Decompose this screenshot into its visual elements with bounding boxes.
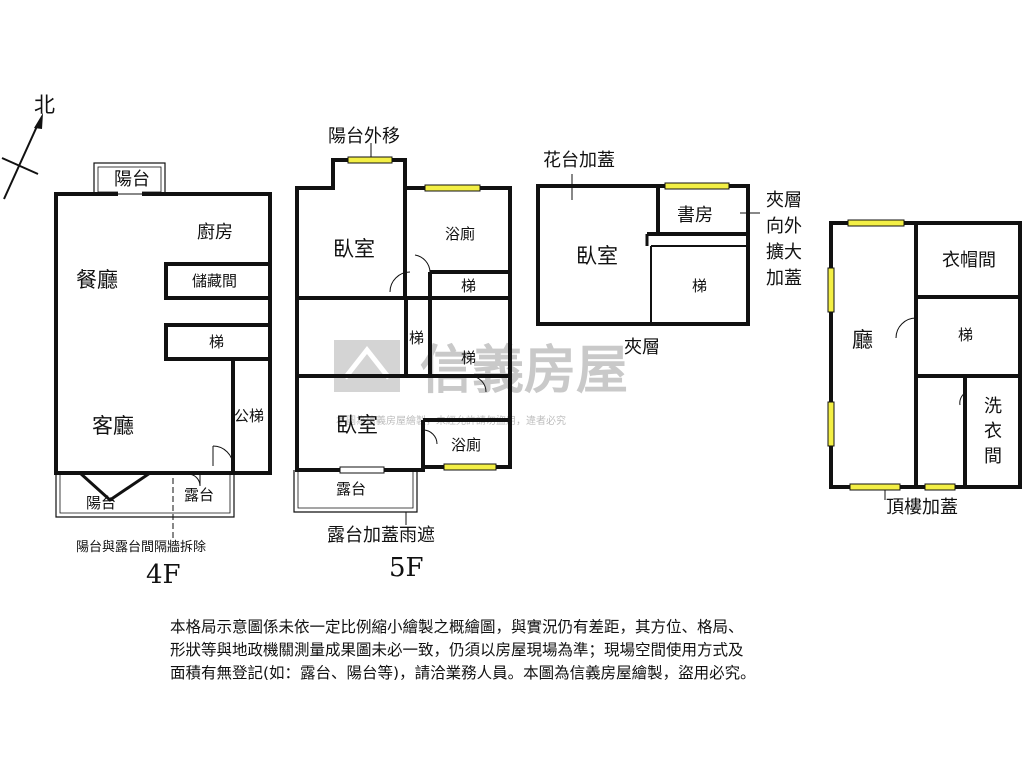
room-4f-terrace: 露台 — [184, 486, 214, 504]
room-5f-bedroom-top: 臥室 — [333, 237, 375, 261]
room-5f-bedroom-bottom: 臥室 — [336, 413, 378, 437]
disclaimer-line-2: 形狀等與地政機關測量成果圖未必一致，仍須以房屋現場為準；現場空間使用方式及 — [170, 641, 744, 659]
annotation-5f-balcony-moved: 陽台外移 — [328, 126, 400, 147]
room-4f-stairs: 梯 — [209, 333, 224, 351]
watermark: 信義房屋 本圖為信義房屋繪製，未經允許請勿盜用，違者必究 — [334, 340, 628, 427]
annotation-4f-wall-removed: 陽台與露台間隔牆拆除 — [76, 540, 206, 555]
compass: 北 — [1, 93, 55, 200]
floor-label-5f: 5F — [389, 553, 424, 583]
annotation-mezzanine-side-1: 夾層 — [766, 190, 802, 211]
room-5f-stairs-a: 梯 — [461, 277, 476, 295]
room-mezzanine-stairs: 梯 — [692, 277, 707, 295]
disclaimer-line-1: 本格局示意圖係未依一定比例縮小繪製之概繪圖，與實況仍有差距，其方位、格局、 — [170, 618, 744, 636]
room-rooftop-hall: 廳 — [852, 328, 873, 352]
floor-label-rooftop: 頂樓加蓋 — [886, 497, 958, 518]
room-4f-storage: 儲藏間 — [192, 272, 237, 290]
room-5f-bathroom-bottom: 浴廁 — [451, 436, 481, 454]
floor-4f-plan — [54, 162, 272, 540]
disclaimer: 本格局示意圖係未依一定比例縮小繪製之概繪圖，與實況仍有差距，其方位、格局、 形狀… — [170, 616, 870, 685]
room-4f-balcony-bottom: 陽台 — [86, 494, 116, 512]
room-rooftop-laundry-1: 洗 — [984, 396, 1002, 417]
room-rooftop-laundry-2: 衣 — [984, 421, 1002, 442]
room-5f-stairs-b: 梯 — [409, 329, 424, 347]
room-rooftop-stairs: 梯 — [958, 326, 973, 344]
room-mezzanine-study: 書房 — [677, 205, 713, 226]
room-mezzanine-bedroom: 臥室 — [576, 244, 618, 268]
mezzanine-window — [664, 182, 730, 190]
floor-label-4f: 4F — [146, 560, 181, 590]
rooftop-windows — [827, 219, 956, 491]
compass-north-label: 北 — [34, 93, 55, 117]
room-4f-dining: 餐廳 — [76, 268, 118, 292]
watermark-brand: 信義房屋 — [420, 341, 628, 401]
floor-label-mezzanine: 夾層 — [624, 337, 660, 358]
floor-5f-windows — [339, 156, 497, 474]
room-4f-kitchen: 廚房 — [197, 221, 233, 243]
room-4f-public-stairs: 公梯 — [234, 407, 264, 425]
annotation-mezzanine-side-4: 加蓋 — [766, 268, 802, 289]
mezzanine-plan — [536, 174, 760, 326]
annotation-mezzanine-planter: 花台加蓋 — [543, 150, 615, 171]
room-4f-balcony-top: 陽台 — [114, 169, 150, 190]
room-rooftop-laundry-3: 間 — [984, 446, 1002, 467]
disclaimer-line-3: 面積有無登記(如：露台、陽台等)，請洽業務人員。本圖為信義房屋繪製，盜用必究。 — [170, 664, 756, 682]
room-rooftop-cloakroom: 衣帽間 — [942, 250, 996, 271]
room-4f-living: 客廳 — [92, 414, 134, 438]
annotation-mezzanine-side-2: 向外 — [766, 216, 802, 237]
room-5f-stairs-c: 梯 — [461, 349, 476, 367]
room-5f-bathroom-top: 浴廁 — [445, 225, 475, 243]
annotation-5f-terrace-canopy: 露台加蓋雨遮 — [327, 525, 435, 546]
room-5f-terrace: 露台 — [336, 480, 366, 498]
annotation-mezzanine-side-3: 擴大 — [766, 242, 802, 263]
